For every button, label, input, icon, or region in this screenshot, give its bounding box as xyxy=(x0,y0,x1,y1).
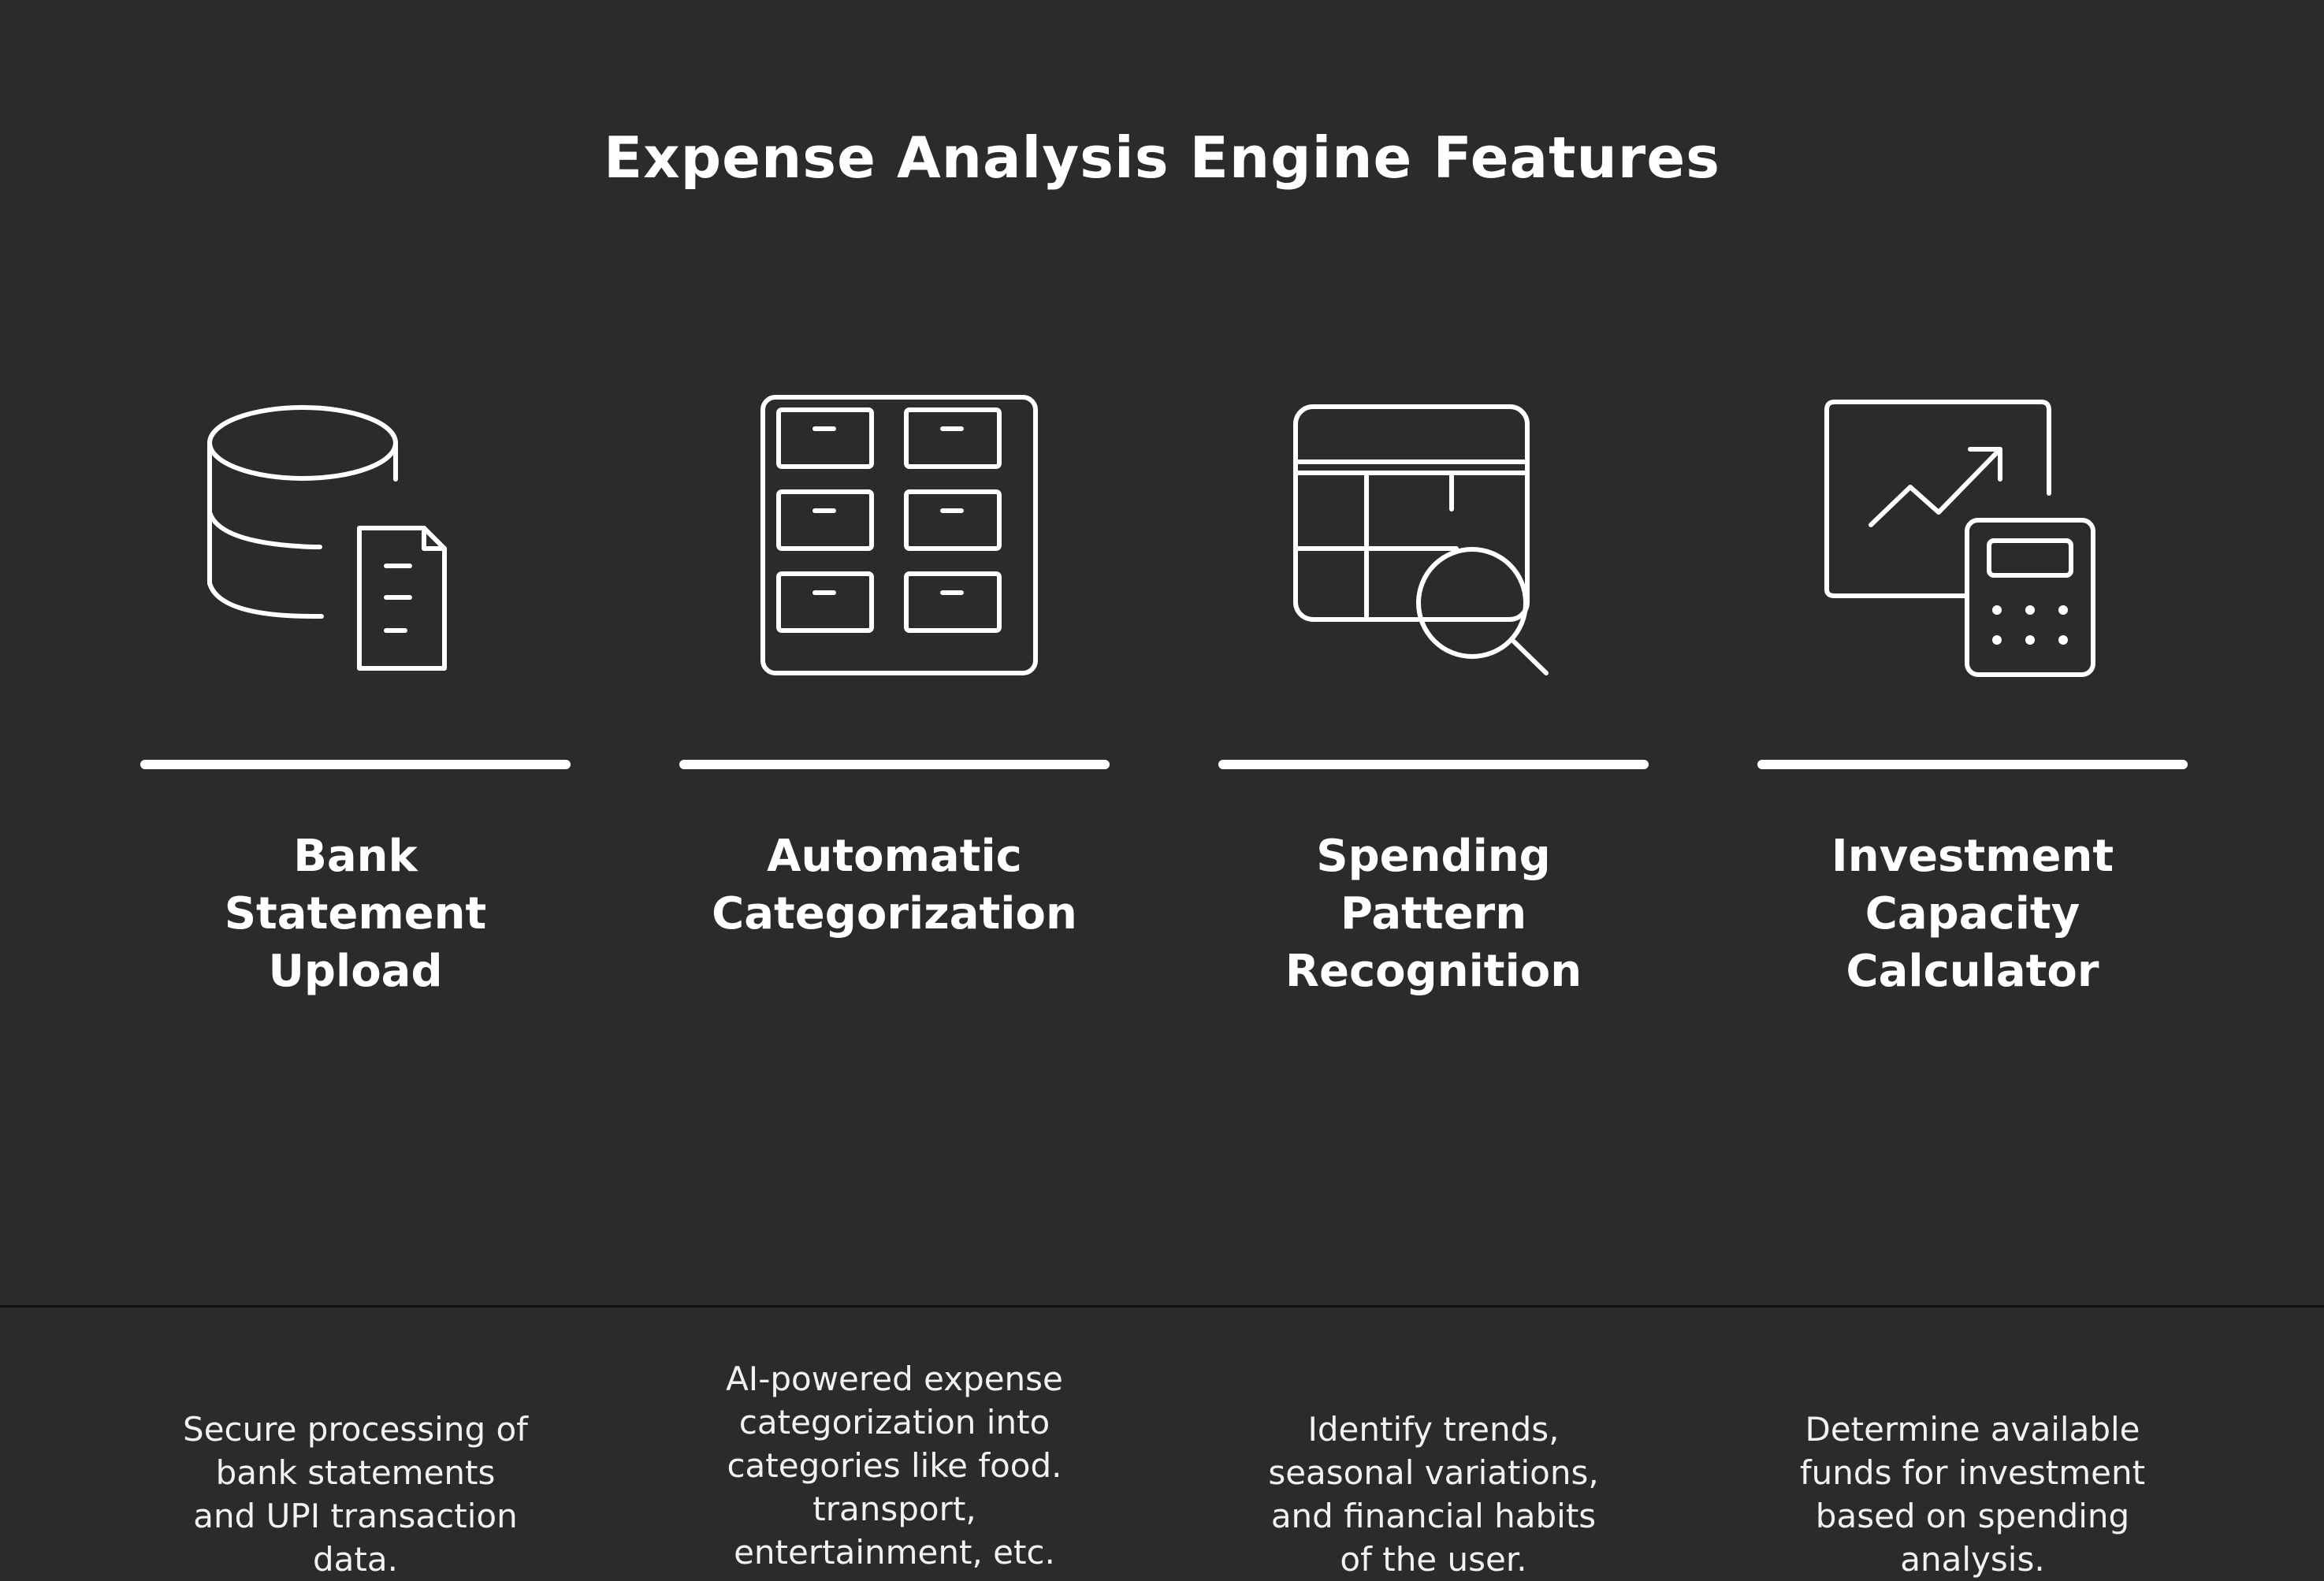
feature-bank-statement-upload: Bank Statement Upload Secure processing … xyxy=(140,386,582,1579)
feature-heading: Automatic Categorization xyxy=(671,828,1117,943)
heading-line: Investment xyxy=(1831,831,2114,882)
feature-spending-pattern-recognition: Spending Pattern Recognition Identify tr… xyxy=(1218,386,1660,1579)
description-line: categorization into xyxy=(738,1403,1050,1442)
description-line: based on spending xyxy=(1815,1497,2130,1535)
description-line: seasonal variations, xyxy=(1268,1453,1599,1492)
heading-line: Statement xyxy=(224,888,487,939)
description-line: of the user. xyxy=(1340,1540,1527,1579)
heading-line: Automatic xyxy=(767,831,1022,882)
heading-line: Spending xyxy=(1316,831,1551,882)
database-document-icon xyxy=(203,386,519,686)
heading-line: Categorization xyxy=(712,888,1077,939)
description-line: funds for investment xyxy=(1799,1453,2146,1492)
description-line: Identify trends, xyxy=(1307,1410,1560,1449)
heading-line: Calculator xyxy=(1846,946,2099,997)
feature-divider xyxy=(140,760,571,769)
description-line: categories like food. xyxy=(727,1446,1062,1485)
heading-line: Pattern xyxy=(1340,888,1527,939)
feature-divider xyxy=(1218,760,1649,769)
heading-line: Capacity xyxy=(1865,888,2080,939)
feature-heading: Spending Pattern Recognition xyxy=(1210,828,1657,1000)
diagram-title: Expense Analysis Engine Features xyxy=(603,125,1720,191)
description-line: Determine available xyxy=(1805,1410,2140,1449)
feature-automatic-categorization: Automatic Categorization AI-powered expe… xyxy=(679,386,1121,1572)
diagram-canvas: Expense Analysis Engine Features Bank St… xyxy=(140,125,2199,1579)
description-line: entertainment, etc. xyxy=(734,1533,1055,1572)
feature-description: AI-powered expense categorization into c… xyxy=(695,1357,1094,1574)
feature-description: Secure processing of bank statements and… xyxy=(156,1408,555,1581)
description-line: data. xyxy=(313,1540,398,1579)
feature-investment-capacity-calculator: Investment Capacity Calculator Determine… xyxy=(1757,386,2199,1579)
table-search-icon xyxy=(1281,386,1597,686)
heading-line: Upload xyxy=(268,946,443,997)
description-line: AI-powered expense xyxy=(726,1360,1063,1398)
heading-line: Bank xyxy=(293,831,418,882)
description-line: and UPI transaction xyxy=(193,1497,518,1535)
category-grid-icon xyxy=(742,386,1058,686)
description-line: analysis. xyxy=(1900,1540,2045,1579)
description-line: Secure processing of xyxy=(183,1410,528,1449)
feature-divider xyxy=(1757,760,2188,769)
feature-divider xyxy=(679,760,1110,769)
description-line: and financial habits xyxy=(1270,1497,1597,1535)
bottom-edge xyxy=(0,1305,2324,1308)
heading-line: Recognition xyxy=(1285,946,1582,997)
feature-heading: Bank Statement Upload xyxy=(132,828,578,1000)
feature-heading: Investment Capacity Calculator xyxy=(1750,828,2196,1000)
description-line: bank statements xyxy=(215,1453,496,1492)
description-line: transport, xyxy=(812,1490,976,1528)
feature-description: Identify trends, seasonal variations, an… xyxy=(1234,1408,1633,1581)
chart-calculator-icon xyxy=(1820,386,2136,686)
feature-description: Determine available funds for investment… xyxy=(1773,1408,2172,1581)
